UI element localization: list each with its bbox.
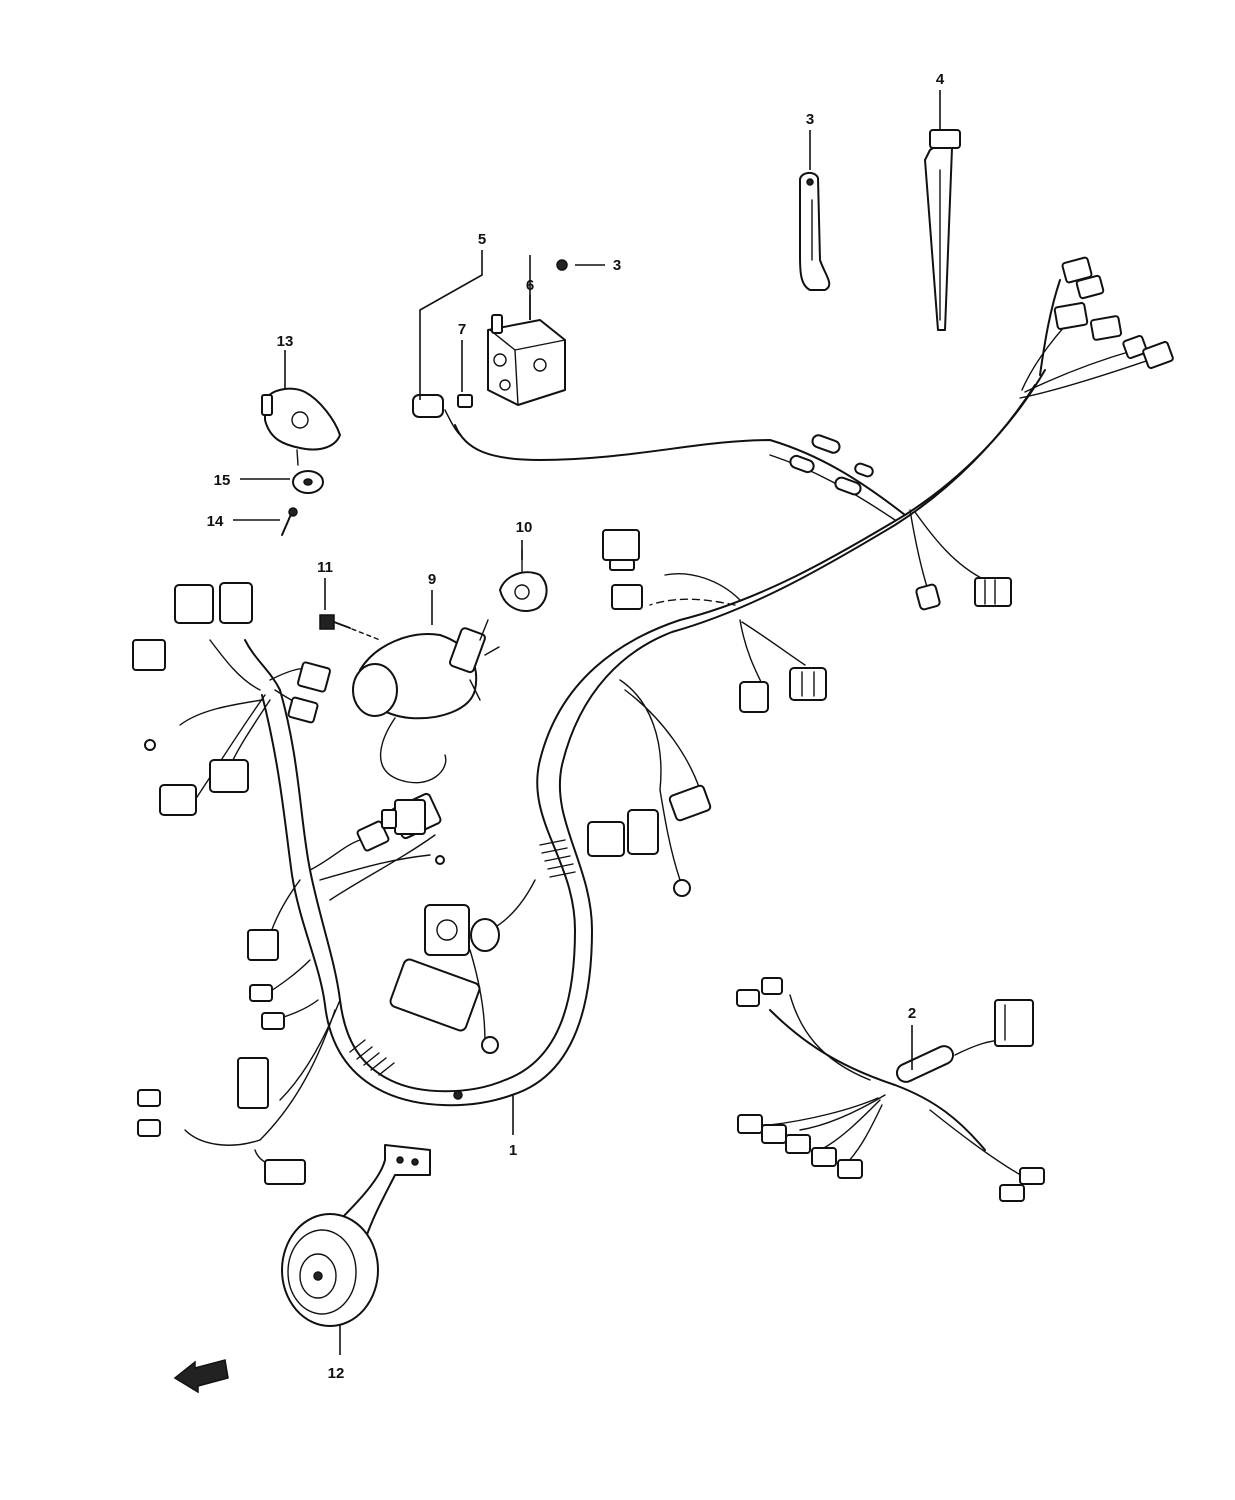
relay-connector-center	[389, 904, 500, 1054]
callout-7: 7	[458, 321, 466, 338]
callout-6: 6	[526, 277, 534, 294]
callout-9: 9	[428, 571, 436, 588]
callout-labels: 1 2 3 3 4 5 6 7 9 10 11 12 13 14 15	[207, 71, 945, 1382]
callout-2: 2	[908, 1005, 916, 1022]
washer-15	[292, 470, 324, 494]
callout-4: 4	[936, 71, 945, 88]
connector-mid-right-1	[915, 577, 1012, 611]
connector-center-right	[739, 667, 827, 713]
connector-bottom-left	[137, 1089, 306, 1185]
callout-10: 10	[516, 519, 533, 536]
callout-12: 12	[328, 1365, 345, 1382]
sub-harness-connectors	[737, 1114, 863, 1179]
bolt-11	[319, 614, 381, 641]
callout-5: 5	[478, 231, 486, 248]
connector-upper-right-2	[1053, 302, 1174, 369]
connector-left-upper	[132, 582, 331, 816]
front-direction-arrow-icon	[173, 1359, 229, 1394]
callout-14: 14	[207, 513, 224, 530]
horn-12	[281, 1144, 431, 1327]
fuse-box-assembly	[412, 259, 568, 436]
ignition-switch	[352, 619, 500, 835]
connector-center-lower	[587, 784, 712, 897]
connector-center-upper	[602, 529, 643, 610]
callout-3a: 3	[806, 111, 814, 128]
inline-fuse-holders	[789, 434, 874, 496]
bulb-socket-10	[499, 549, 548, 612]
switch-13	[261, 387, 341, 466]
callout-3b: 3	[613, 257, 621, 274]
leader-lines	[233, 90, 941, 1355]
clamp-3	[799, 172, 831, 291]
main-wiring-harness	[132, 256, 1174, 1185]
callout-15: 15	[214, 472, 231, 489]
callout-13: 13	[277, 333, 294, 350]
connector-left-lower	[237, 929, 285, 1109]
sub-wiring-harness	[736, 977, 1045, 1202]
connector-upper-right-1	[1061, 256, 1105, 300]
screw-14	[281, 507, 298, 536]
callout-11: 11	[317, 559, 333, 576]
callout-1: 1	[509, 1142, 517, 1159]
cable-tie-4	[924, 129, 961, 331]
